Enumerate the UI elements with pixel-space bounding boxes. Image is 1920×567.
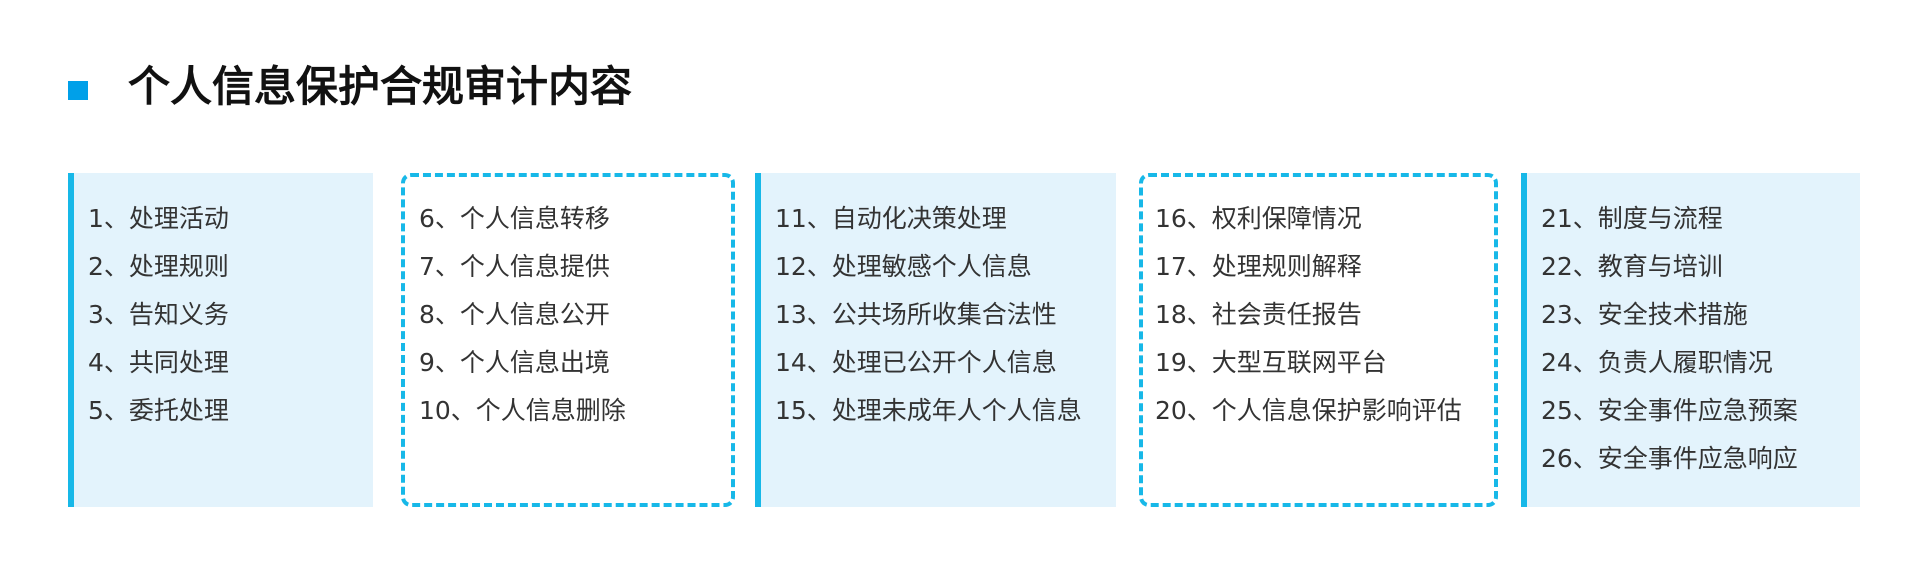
list-item: 5、委托处理 bbox=[88, 396, 229, 425]
list-item: 21、制度与流程 bbox=[1541, 204, 1723, 233]
list-item: 26、安全事件应急响应 bbox=[1541, 444, 1798, 473]
column-5: 21、制度与流程 22、教育与培训 23、安全技术措施 24、负责人履职情况 2… bbox=[1521, 173, 1860, 507]
list-item: 15、处理未成年人个人信息 bbox=[775, 396, 1082, 425]
list-item: 16、权利保障情况 bbox=[1155, 204, 1362, 233]
list-item: 4、共同处理 bbox=[88, 348, 229, 377]
list-item: 12、处理敏感个人信息 bbox=[775, 252, 1032, 281]
column-4: 16、权利保障情况 17、处理规则解释 18、社会责任报告 19、大型互联网平台… bbox=[1139, 173, 1498, 507]
list-item: 2、处理规则 bbox=[88, 252, 229, 281]
list-item: 17、处理规则解释 bbox=[1155, 252, 1362, 281]
list-item: 18、社会责任报告 bbox=[1155, 300, 1362, 329]
list-item: 3、告知义务 bbox=[88, 300, 229, 329]
list-item: 20、个人信息保护影响评估 bbox=[1155, 396, 1462, 425]
list-item: 9、个人信息出境 bbox=[419, 348, 610, 377]
column-1: 1、处理活动 2、处理规则 3、告知义务 4、共同处理 5、委托处理 bbox=[68, 173, 373, 507]
list-item: 7、个人信息提供 bbox=[419, 252, 610, 281]
list-item: 6、个人信息转移 bbox=[419, 204, 610, 233]
list-item: 8、个人信息公开 bbox=[419, 300, 610, 329]
list-item: 25、安全事件应急预案 bbox=[1541, 396, 1798, 425]
title-square-icon bbox=[68, 81, 88, 100]
list-item: 10、个人信息删除 bbox=[419, 396, 626, 425]
list-item: 22、教育与培训 bbox=[1541, 252, 1723, 281]
page-title: 个人信息保护合规审计内容 bbox=[128, 62, 633, 111]
list-item: 19、大型互联网平台 bbox=[1155, 348, 1387, 377]
list-item: 11、自动化决策处理 bbox=[775, 204, 1007, 233]
list-item: 24、负责人履职情况 bbox=[1541, 348, 1773, 377]
column-2: 6、个人信息转移 7、个人信息提供 8、个人信息公开 9、个人信息出境 10、个… bbox=[401, 173, 735, 507]
list-item: 13、公共场所收集合法性 bbox=[775, 300, 1057, 329]
column-3: 11、自动化决策处理 12、处理敏感个人信息 13、公共场所收集合法性 14、处… bbox=[755, 173, 1116, 507]
list-item: 1、处理活动 bbox=[88, 204, 229, 233]
list-item: 23、安全技术措施 bbox=[1541, 300, 1748, 329]
list-item: 14、处理已公开个人信息 bbox=[775, 348, 1057, 377]
